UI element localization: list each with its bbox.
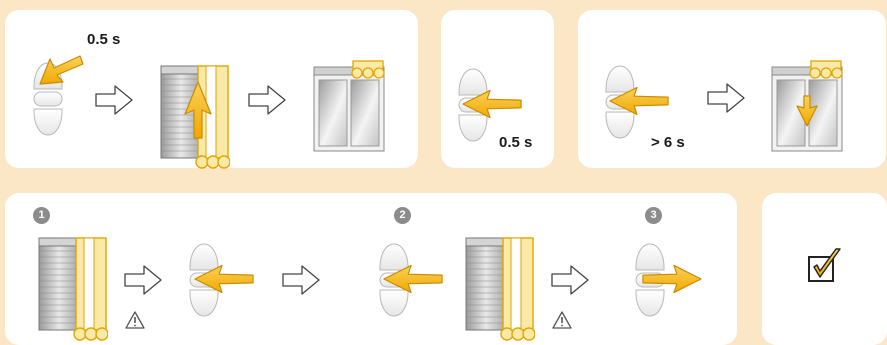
next-arrow-icon bbox=[551, 265, 589, 295]
next-arrow-icon bbox=[124, 265, 162, 295]
panel-step-1: 0.5 s bbox=[5, 10, 418, 168]
pointer-arrow-icon bbox=[608, 85, 670, 117]
warning-icon bbox=[125, 311, 145, 329]
step1-time-label: 0.5 s bbox=[87, 31, 121, 48]
step2-time-label: 0.5 s bbox=[499, 134, 533, 151]
up-arrow-icon bbox=[184, 81, 212, 139]
down-arrow-icon bbox=[796, 95, 818, 127]
warning-icon bbox=[552, 311, 572, 329]
next-arrow-icon bbox=[707, 83, 745, 113]
window-open-icon bbox=[313, 60, 385, 152]
panel-step-3: > 6 s bbox=[578, 10, 886, 168]
checkbox-checked-icon bbox=[808, 248, 841, 282]
pointer-arrow-right-icon bbox=[642, 264, 702, 294]
next-arrow-icon bbox=[95, 85, 133, 115]
next-arrow-icon bbox=[248, 85, 286, 115]
step-number-2: 2 bbox=[394, 207, 411, 224]
blind-closed-icon bbox=[465, 237, 535, 342]
step3-time-label: > 6 s bbox=[651, 134, 685, 151]
panel-sequence: 1 2 3 bbox=[5, 193, 737, 345]
pointer-arrow-icon bbox=[461, 88, 523, 120]
blind-closed-icon bbox=[38, 237, 108, 342]
pointer-arrow-icon bbox=[39, 55, 84, 85]
step-number-1: 1 bbox=[33, 207, 50, 224]
panel-step-2: 0.5 s bbox=[441, 10, 554, 168]
panel-confirm bbox=[762, 193, 887, 345]
pointer-arrow-icon bbox=[382, 263, 444, 295]
next-arrow-icon bbox=[282, 265, 320, 295]
step-number-3: 3 bbox=[645, 207, 662, 224]
pointer-arrow-icon bbox=[193, 263, 255, 295]
